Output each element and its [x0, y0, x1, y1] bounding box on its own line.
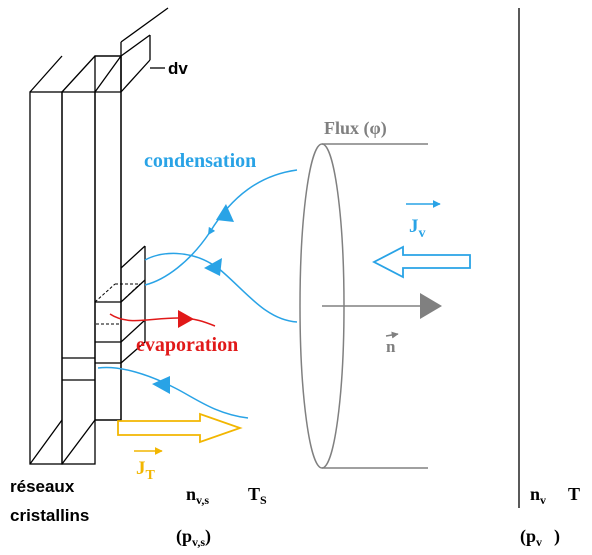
- jv-label: Jv: [409, 216, 426, 241]
- nv-main: n: [530, 484, 540, 504]
- jt-subscript: T: [146, 468, 156, 483]
- crystal-lattice: [29, 7, 169, 465]
- jv-arrow: [372, 245, 471, 279]
- pvs-close: ): [205, 526, 211, 547]
- ts-subscript: S: [260, 493, 267, 507]
- jv-subscript: v: [419, 226, 426, 241]
- cristallins-label: cristallins: [10, 506, 89, 525]
- flux-label: Flux (φ): [324, 118, 387, 139]
- ts-label: TS: [248, 484, 267, 507]
- reseaux-label: réseaux: [10, 477, 75, 496]
- pvs-open: (p: [176, 526, 192, 547]
- t-label: T: [568, 484, 580, 504]
- pv-open: (p: [520, 526, 536, 547]
- evaporation-label: evaporation: [136, 334, 238, 356]
- pvs-label: (pv,s): [176, 526, 211, 549]
- condensation-arrowhead-3: [152, 376, 170, 394]
- nv-subscript: v: [540, 493, 546, 507]
- evaporation-cell: [94, 283, 141, 325]
- jt-arrow: [117, 412, 243, 444]
- evaporation-arrow: [109, 310, 216, 328]
- nvs-main: n: [186, 484, 196, 504]
- n-vector-mark: [385, 331, 399, 339]
- condensation-arrowhead-1: [216, 204, 234, 222]
- condensation-arrowhead-2: [204, 258, 222, 276]
- ts-main: T: [248, 484, 260, 504]
- condensation-curves: [97, 169, 298, 419]
- nvs-label: nv,s: [186, 484, 209, 507]
- condensation-label: condensation: [144, 150, 256, 172]
- pvs-subscript: v,s: [192, 535, 205, 549]
- pv-subscript: v: [536, 535, 542, 549]
- jt-label: JT: [136, 458, 156, 483]
- pv-close: ): [554, 526, 560, 547]
- nv-label: nv: [530, 484, 546, 507]
- normal-arrow: [322, 293, 442, 319]
- n-label: n: [386, 337, 396, 356]
- nvs-subscript: v,s: [196, 493, 209, 507]
- jt-main: J: [136, 458, 146, 479]
- jv-main: J: [409, 216, 419, 237]
- pv-label: (pv): [520, 526, 560, 549]
- dv-label: dv: [168, 59, 188, 78]
